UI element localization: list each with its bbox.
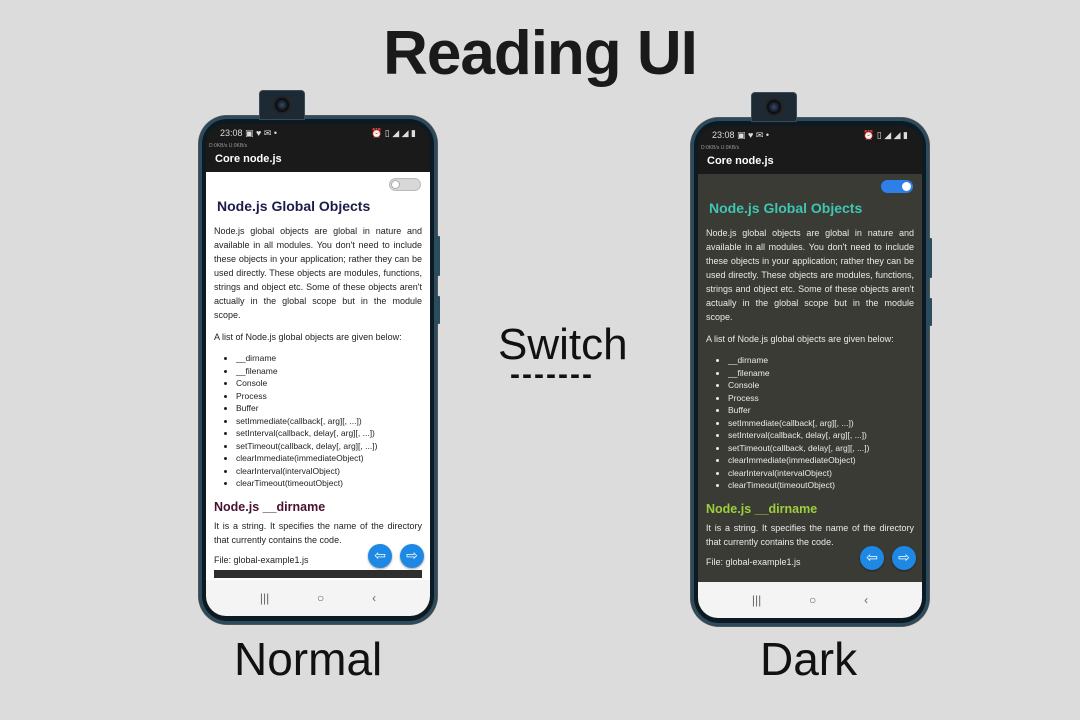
popup-camera	[259, 90, 305, 120]
switch-label: Switch	[498, 320, 628, 369]
phone-screen: 23:08 ▣ ♥ ✉ • ⏰ ▯ ◢ ◢ ▮ D:0KB/s U:0KB/s …	[206, 124, 430, 616]
camera-lens-icon	[765, 98, 783, 116]
next-page-button[interactable]: ⇨	[400, 544, 424, 568]
list-item: Buffer	[728, 404, 914, 417]
camera-lens-icon	[273, 96, 291, 114]
status-bar: 23:08 ▣ ♥ ✉ • ⏰ ▯ ◢ ◢ ▮	[206, 124, 430, 142]
recents-icon[interactable]: |||	[259, 591, 270, 605]
article-intro: Node.js global objects are global in nat…	[706, 228, 914, 322]
article-heading: Node.js Global Objects	[709, 200, 863, 216]
volume-button	[929, 238, 932, 278]
list-item: clearInterval(intervalObject)	[236, 465, 422, 478]
list-item: Console	[728, 379, 914, 392]
list-item: __filename	[236, 365, 422, 378]
list-item: clearInterval(intervalObject)	[728, 467, 914, 480]
previous-page-button[interactable]: ⇦	[368, 544, 392, 568]
previous-page-button[interactable]: ⇦	[860, 546, 884, 570]
list-item: setInterval(callback, delay[, arg][, ...…	[236, 427, 422, 440]
promo-title: Reading UI	[383, 19, 698, 88]
caption-normal: Normal	[234, 633, 383, 685]
file-label: File: global-example1.js	[214, 554, 309, 565]
list-item: setTimeout(callback, delay[, arg][, ...]…	[236, 440, 422, 453]
popup-camera	[751, 92, 797, 122]
status-bar: 23:08 ▣ ♥ ✉ • ⏰ ▯ ◢ ◢ ▮	[698, 126, 922, 144]
dark-mode-toggle[interactable]	[389, 178, 421, 191]
list-item: clearImmediate(immediateObject)	[728, 454, 914, 467]
article-heading: Node.js Global Objects	[217, 198, 371, 214]
list-item: setInterval(callback, delay[, arg][, ...…	[728, 429, 914, 442]
list-item: setImmediate(callback[, arg][, ...])	[236, 415, 422, 428]
list-item: Buffer	[236, 402, 422, 415]
article-content[interactable]: Node.js Global Objects Node.js global ob…	[206, 172, 430, 580]
back-icon[interactable]: ‹	[372, 591, 377, 605]
toggle-knob	[391, 180, 400, 189]
caption-dark: Dark	[760, 633, 858, 685]
list-item: setTimeout(callback, delay[, arg][, ...]…	[728, 442, 914, 455]
next-page-button[interactable]: ⇨	[892, 546, 916, 570]
code-block	[214, 570, 422, 578]
section-heading: Node.js __dirname	[706, 501, 818, 516]
phone-normal-mode: 23:08 ▣ ♥ ✉ • ⏰ ▯ ◢ ◢ ▮ D:0KB/s U:0KB/s …	[199, 90, 440, 624]
power-button	[437, 296, 440, 324]
section-text: It is a string. It specifies the name of…	[214, 520, 422, 545]
phone-screen: 23:08 ▣ ♥ ✉ • ⏰ ▯ ◢ ◢ ▮ D:0KB/s U:0KB/s …	[698, 126, 922, 618]
recents-icon[interactable]: |||	[751, 593, 762, 607]
list-item: Console	[236, 377, 422, 390]
list-item: Process	[236, 390, 422, 403]
section-text: It is a string. It specifies the name of…	[706, 522, 914, 547]
list-intro: A list of Node.js global objects are giv…	[214, 332, 402, 342]
arrow-left-icon: ⇦	[866, 549, 878, 565]
back-icon[interactable]: ‹	[864, 593, 869, 607]
list-item: __dirname	[728, 354, 914, 367]
list-item: clearImmediate(immediateObject)	[236, 452, 422, 465]
list-item: __filename	[728, 367, 914, 380]
home-icon[interactable]: ○	[809, 593, 817, 607]
list-item: Process	[728, 392, 914, 405]
app-bar-title: Core node.js	[698, 152, 922, 174]
network-speed: D:0KB/s U:0KB/s	[206, 142, 430, 150]
system-nav-bar: ||| ○ ‹	[206, 580, 430, 616]
app-bar-title: Core node.js	[206, 150, 430, 172]
global-objects-list: __dirname __filename Console Process Buf…	[236, 352, 422, 490]
section-heading: Node.js __dirname	[214, 499, 326, 514]
arrow-left-icon: ⇦	[374, 547, 386, 563]
phone-dark-mode: 23:08 ▣ ♥ ✉ • ⏰ ▯ ◢ ◢ ▮ D:0KB/s U:0KB/s …	[691, 92, 932, 626]
volume-button	[437, 236, 440, 276]
article-intro: Node.js global objects are global in nat…	[214, 226, 422, 320]
network-speed: D:0KB/s U:0KB/s	[698, 144, 922, 152]
status-icons: ⏰ ▯ ◢ ◢ ▮	[863, 129, 908, 140]
list-item: clearTimeout(timeoutObject)	[236, 477, 422, 490]
list-item: setImmediate(callback[, arg][, ...])	[728, 417, 914, 430]
global-objects-list: __dirname __filename Console Process Buf…	[728, 354, 914, 492]
system-nav-bar: ||| ○ ‹	[698, 582, 922, 618]
article-content[interactable]: Node.js Global Objects Node.js global ob…	[698, 174, 922, 582]
list-item: clearTimeout(timeoutObject)	[728, 479, 914, 492]
file-label: File: global-example1.js	[706, 556, 801, 567]
switch-divider: -------	[510, 358, 594, 391]
status-time: 23:08 ▣ ♥ ✉ •	[220, 127, 278, 138]
power-button	[929, 298, 932, 326]
list-intro: A list of Node.js global objects are giv…	[706, 334, 894, 344]
list-item: __dirname	[236, 352, 422, 365]
status-icons: ⏰ ▯ ◢ ◢ ▮	[371, 127, 416, 138]
home-icon[interactable]: ○	[317, 591, 325, 605]
arrow-right-icon: ⇨	[898, 549, 910, 565]
toggle-knob	[902, 182, 911, 191]
status-time: 23:08 ▣ ♥ ✉ •	[712, 129, 770, 140]
dark-mode-toggle[interactable]	[881, 180, 913, 193]
arrow-right-icon: ⇨	[406, 547, 418, 563]
